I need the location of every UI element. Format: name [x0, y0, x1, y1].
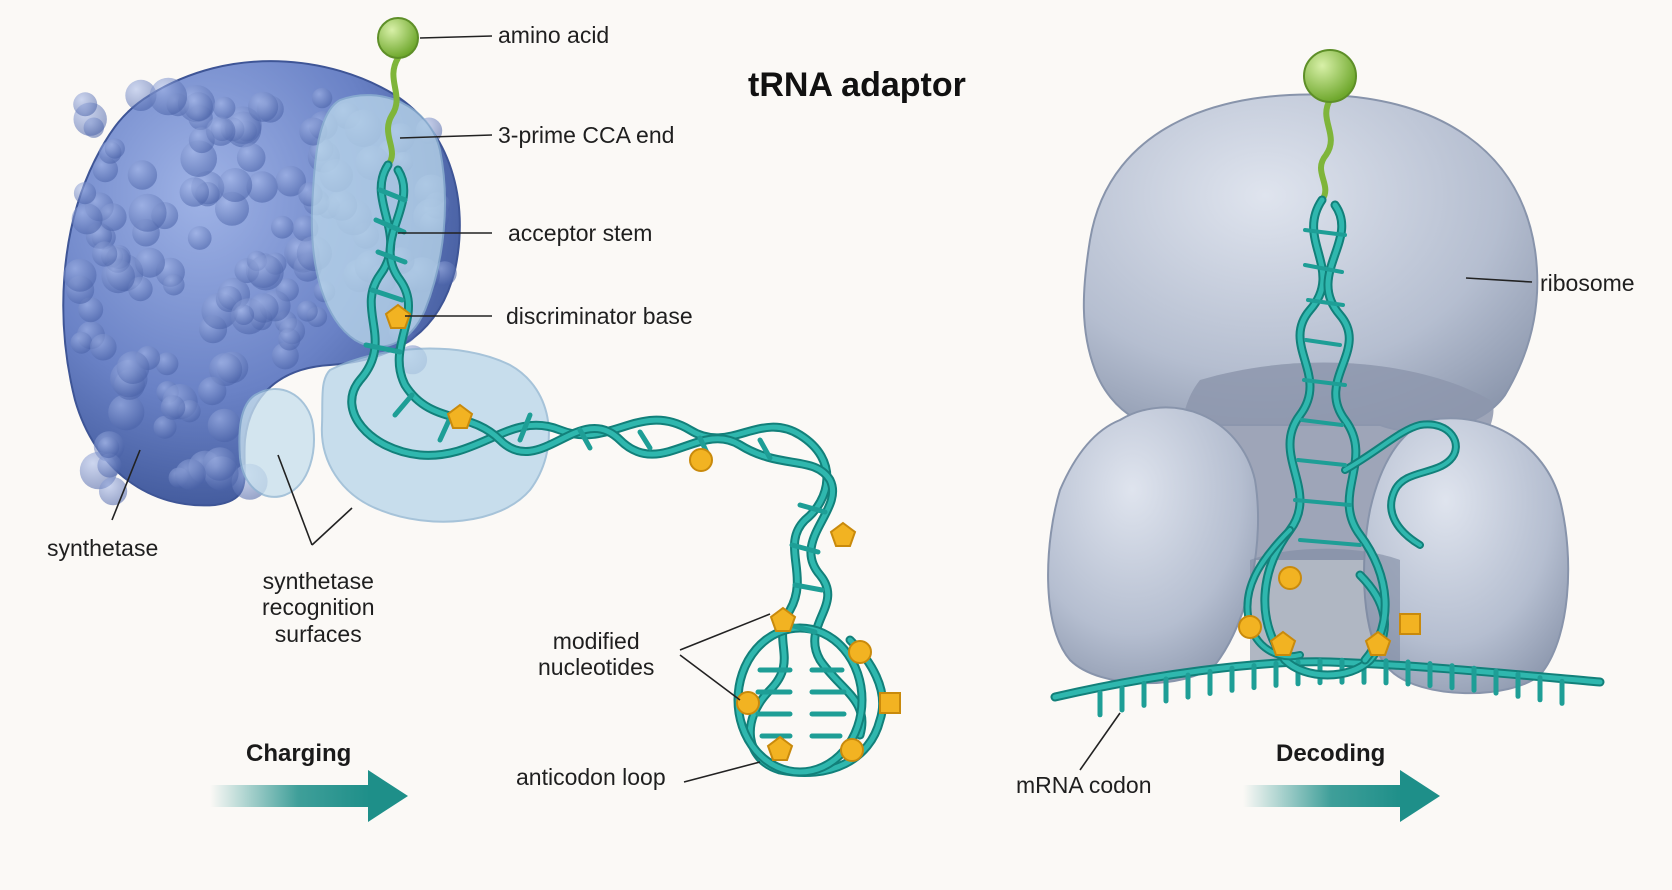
synthetase-bead — [179, 177, 209, 207]
base-pair-rung — [789, 542, 821, 555]
synthetase-bead — [104, 138, 125, 159]
synthetase-bead — [278, 328, 301, 351]
base-pair-rung — [1304, 338, 1342, 347]
base-pair-rung — [392, 392, 415, 418]
base-pair-rung — [1303, 263, 1344, 274]
synthetase-bead — [98, 203, 127, 232]
base-pair-rung — [757, 437, 773, 461]
synthetase-bead — [97, 453, 122, 478]
synthetase-bead — [71, 203, 103, 235]
base-pair-rung — [377, 187, 408, 203]
synthetase-bead — [70, 331, 93, 354]
trna-left — [347, 160, 888, 778]
synthetase-bead — [296, 300, 318, 322]
ribosome — [1047, 93, 1570, 695]
label-ribosome: ribosome — [1540, 270, 1635, 296]
base-pair-rung — [517, 412, 533, 443]
synthetase-bead — [160, 395, 186, 420]
synthetase-bead — [213, 96, 236, 119]
synthetase-bead — [311, 87, 333, 109]
base-pair-rung — [792, 582, 825, 593]
synthetase-bead — [135, 247, 165, 278]
label-amino-acid: amino acid — [498, 22, 610, 48]
synthetase-bead — [233, 304, 255, 325]
synthetase-bead — [207, 408, 242, 443]
base-pair-rung — [637, 429, 653, 451]
label-recognition-surfaces: synthetase recognition surfaces — [262, 568, 375, 647]
amino-acid-left — [377, 17, 419, 168]
base-pair-rung — [363, 342, 403, 355]
synthetase-bead — [206, 116, 236, 146]
synthetase-bead — [203, 447, 237, 481]
leader-lines — [111, 35, 1533, 783]
synthetase-bead — [127, 160, 158, 190]
synthetase-bead — [63, 258, 97, 292]
synthetase-bead — [198, 376, 227, 406]
step-charging: Charging — [246, 740, 352, 767]
base-pair-rung — [1303, 228, 1347, 237]
synthetase-bead — [125, 79, 157, 111]
synthetase-bead — [248, 293, 279, 323]
base-pair-rung — [375, 249, 408, 265]
synthetase-bead — [175, 459, 206, 490]
synthetase-bead — [163, 273, 185, 296]
synthetase-bead — [225, 111, 262, 148]
synthetase-bead — [183, 92, 213, 122]
base-pair-rung — [1300, 418, 1344, 427]
synthetase-bead — [236, 143, 266, 172]
label-acceptor-stem: acceptor stem — [508, 220, 653, 246]
synthetase-bead — [73, 182, 97, 205]
synthetase-bead — [246, 171, 278, 203]
base-pair-rung — [1302, 378, 1347, 387]
synthetase-bead — [128, 193, 167, 232]
charging-arrow — [210, 770, 408, 822]
modified-nucleotides-right — [1238, 566, 1421, 656]
synthetase-bead — [153, 415, 177, 439]
label-discriminator-base: discriminator base — [506, 303, 693, 329]
base-pair-rung — [437, 415, 453, 443]
synthetase-bead — [108, 394, 145, 431]
label-synthetase: synthetase — [47, 535, 159, 561]
decoding-arrow — [1243, 770, 1440, 822]
base-pair-rung — [373, 217, 407, 235]
base-pair-rung — [1293, 498, 1352, 507]
synthetase-bead — [209, 352, 243, 386]
base-pair-rung — [369, 287, 405, 303]
synthetase-bead — [275, 165, 307, 197]
synthetase-bead — [97, 436, 120, 459]
label-mrna-codon: mRNA codon — [1016, 772, 1152, 798]
base-pair-rung — [1298, 538, 1362, 547]
synthetase-bead — [101, 259, 135, 294]
synthetase-bead — [187, 226, 212, 250]
diagram-title: tRNA adaptor — [748, 66, 966, 104]
synthetase-bead — [116, 351, 150, 384]
base-pair-rung — [1306, 298, 1345, 307]
base-pair-rung — [1296, 458, 1347, 467]
synthetase-bead — [218, 168, 253, 202]
base-pair-rung — [797, 502, 828, 515]
label-cca-end: 3-prime CCA end — [498, 122, 675, 148]
base-pair-rung — [577, 427, 593, 451]
synthetase-bead — [248, 91, 279, 122]
synthetase-bead — [78, 297, 104, 323]
modified-nucleotides-left — [384, 303, 901, 762]
synthetase-bead — [128, 276, 153, 302]
synthetase-bead — [271, 215, 294, 239]
discriminator-base-marker — [384, 303, 412, 329]
synthetase-bead — [73, 92, 98, 117]
label-anticodon-loop: anticodon loop — [516, 764, 666, 790]
label-modified-nucleotides: modified nucleotides — [538, 628, 655, 681]
synthetase-bead — [149, 77, 188, 116]
amino-acid-right — [1303, 49, 1357, 203]
synthetase-bead — [92, 241, 118, 267]
synthetase-bead — [247, 254, 284, 291]
synthetase-bead — [155, 352, 179, 376]
base-pair-rung — [787, 622, 818, 635]
synthetase-bead — [90, 333, 117, 361]
step-decoding: Decoding — [1276, 740, 1386, 767]
